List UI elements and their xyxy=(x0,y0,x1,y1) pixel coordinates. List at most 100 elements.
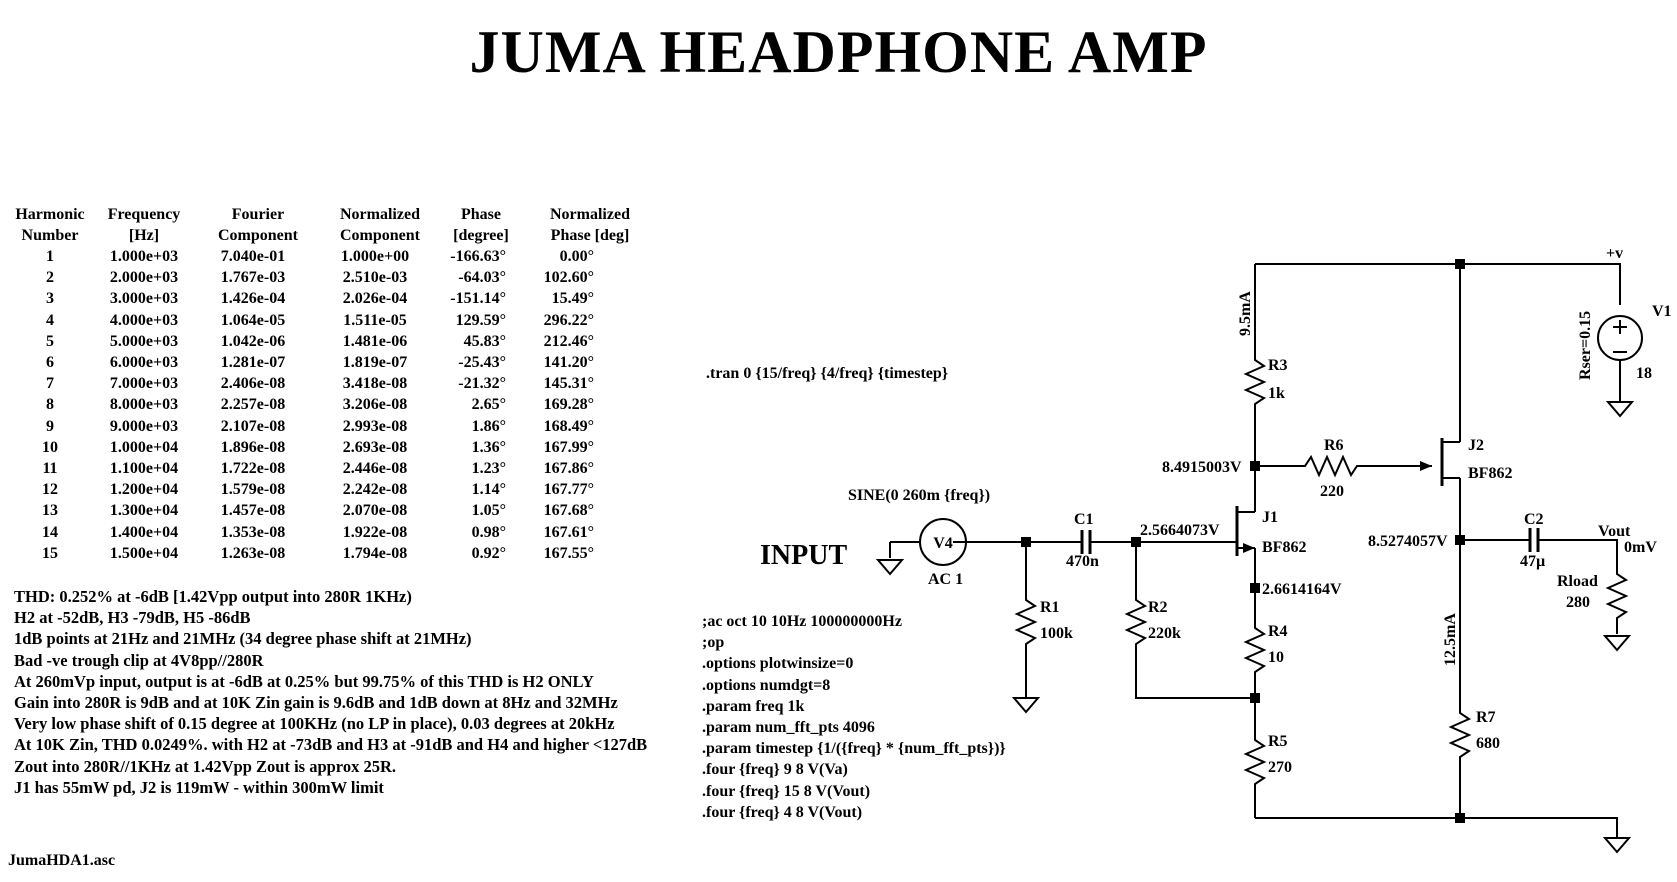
spice-directive-line: .four {freq} 9 8 V(Va) xyxy=(702,761,848,779)
r5-value: 270 xyxy=(1268,759,1292,776)
table-cell: 2.406e-08 xyxy=(220,375,286,393)
junction-dot xyxy=(1455,259,1465,269)
table-cell: 8.000e+03 xyxy=(109,396,179,414)
note-line: At 10K Zin, THD 0.0249%. with H2 at -73d… xyxy=(14,735,648,755)
table-row: 5 5.000e+03 1.042e-06 1.481e-06 45.83° 212.46… xyxy=(8,331,644,352)
table-cell: 2.993e-08 xyxy=(342,417,408,435)
table-cell: 1.481e-06 xyxy=(342,332,408,350)
table-cell: -25.43° xyxy=(458,354,506,372)
r3-resistor xyxy=(1243,352,1267,414)
r4-resistor xyxy=(1243,620,1267,698)
current-r7: 12.5mA xyxy=(1442,613,1459,666)
spice-directive-line: .param timestep {1/({freq} * {num_fft_pt… xyxy=(702,740,1006,758)
table-cell: 169.28° xyxy=(543,396,594,414)
table-cell: 1.000e+04 xyxy=(109,438,179,456)
node-source-j2: 8.5274057V xyxy=(1368,533,1448,550)
tran-directive: .tran 0 {15/freq} {4/freq} {timestep} xyxy=(706,365,948,382)
table-cell: 7.000e+03 xyxy=(109,375,179,393)
v4-value: SINE(0 260m {freq}) xyxy=(848,487,990,504)
table-cell: 1.281e-07 xyxy=(220,354,286,372)
r1-value: 100k xyxy=(1040,625,1073,642)
note-line: H2 at -52dB, H3 -79dB, H5 -86dB xyxy=(14,608,251,628)
table-cell: 9.000e+03 xyxy=(109,417,179,435)
r7-value: 680 xyxy=(1476,735,1500,752)
table-cell: 2.510e-03 xyxy=(342,269,408,287)
node-gate-j1: 2.5664073V xyxy=(1140,522,1220,539)
filename-label: JumaHDA1.asc xyxy=(8,852,116,869)
note-line: J1 has 55mW pd, J2 is 119mW - within 300… xyxy=(14,777,384,797)
r5-resistor xyxy=(1243,732,1267,818)
table-cell: 0.92° xyxy=(471,544,506,562)
r4-name: R4 xyxy=(1268,623,1288,640)
header-frequency: Frequency[Hz] xyxy=(107,206,181,244)
page-title: JUMA HEADPHONE AMP xyxy=(469,19,1208,85)
note-line: Very low phase shift of 0.15 degree at 1… xyxy=(14,714,615,734)
table-cell: -21.32° xyxy=(458,375,506,393)
table-cell: 1.000e+03 xyxy=(109,248,179,265)
table-cell: 45.83° xyxy=(463,332,506,350)
junction-dot xyxy=(1131,537,1141,547)
table-cell: 1.23° xyxy=(471,460,506,478)
table-cell: 1.767e-03 xyxy=(220,269,286,287)
header-phase: Phase[degree] xyxy=(453,206,509,244)
junction-dot xyxy=(1021,537,1031,547)
table-cell: 3.418e-08 xyxy=(342,375,408,393)
c2-value: 47µ xyxy=(1520,553,1545,570)
note-line: 1dB points at 21Hz and 21MHz (34 degree … xyxy=(14,629,472,649)
current-r3: 9.5mA xyxy=(1237,291,1254,336)
c2-out-wire xyxy=(1538,539,1618,566)
node-drain-j1: 8.4915003V xyxy=(1162,459,1242,476)
table-cell: 167.77° xyxy=(543,481,594,499)
table-cell: 167.61° xyxy=(543,523,594,541)
table-cell: 167.55° xyxy=(543,544,594,562)
table-cell: 1.000e+00 xyxy=(340,248,410,265)
table-cell: 1.922e-08 xyxy=(342,523,408,541)
table-cell: 4 xyxy=(46,311,54,329)
table-cell: -151.14° xyxy=(450,290,506,308)
table-cell: 3.000e+03 xyxy=(109,290,179,308)
table-cell: 1.042e-06 xyxy=(220,332,286,350)
table-cell: 168.49° xyxy=(543,417,594,435)
table-cell: 5.000e+03 xyxy=(109,332,179,350)
vout-value: 0mV xyxy=(1624,539,1657,556)
table-cell: 2.257e-08 xyxy=(220,396,286,414)
junction-dot xyxy=(1250,693,1260,703)
table-cell: 167.99° xyxy=(543,438,594,456)
v1-value: 18 xyxy=(1636,365,1652,382)
j1-name: J1 xyxy=(1262,509,1278,526)
table-cell: 2.070e-08 xyxy=(342,502,408,520)
table-cell: 14 xyxy=(42,523,58,541)
table-cell: 1 xyxy=(46,248,54,265)
table-cell: 0.00° xyxy=(559,248,594,265)
table-cell: 7 xyxy=(46,375,54,393)
table-cell: 167.68° xyxy=(543,502,594,520)
r3-value: 1k xyxy=(1268,385,1285,402)
spice-directive-line: .param num_fft_pts 4096 xyxy=(702,719,875,737)
table-cell: 141.20° xyxy=(543,354,594,372)
table-cell: 15 xyxy=(42,544,58,562)
junction-dot xyxy=(1455,813,1465,823)
rload-name: Rload xyxy=(1557,573,1598,590)
table-cell: 2.000e+03 xyxy=(109,269,179,287)
note-line: Gain into 280R is 9dB and at 10K Zin gai… xyxy=(14,693,618,713)
table-cell: 5 xyxy=(46,332,54,350)
supply-rail-wire xyxy=(1255,263,1621,305)
r7-name: R7 xyxy=(1476,709,1496,726)
table-cell: 1.86° xyxy=(471,417,506,435)
supply-label: +v xyxy=(1606,245,1623,262)
table-cell: 1.100e+04 xyxy=(109,460,179,478)
table-cell: 212.46° xyxy=(543,332,594,350)
table-cell: 1.819e-07 xyxy=(342,354,408,372)
